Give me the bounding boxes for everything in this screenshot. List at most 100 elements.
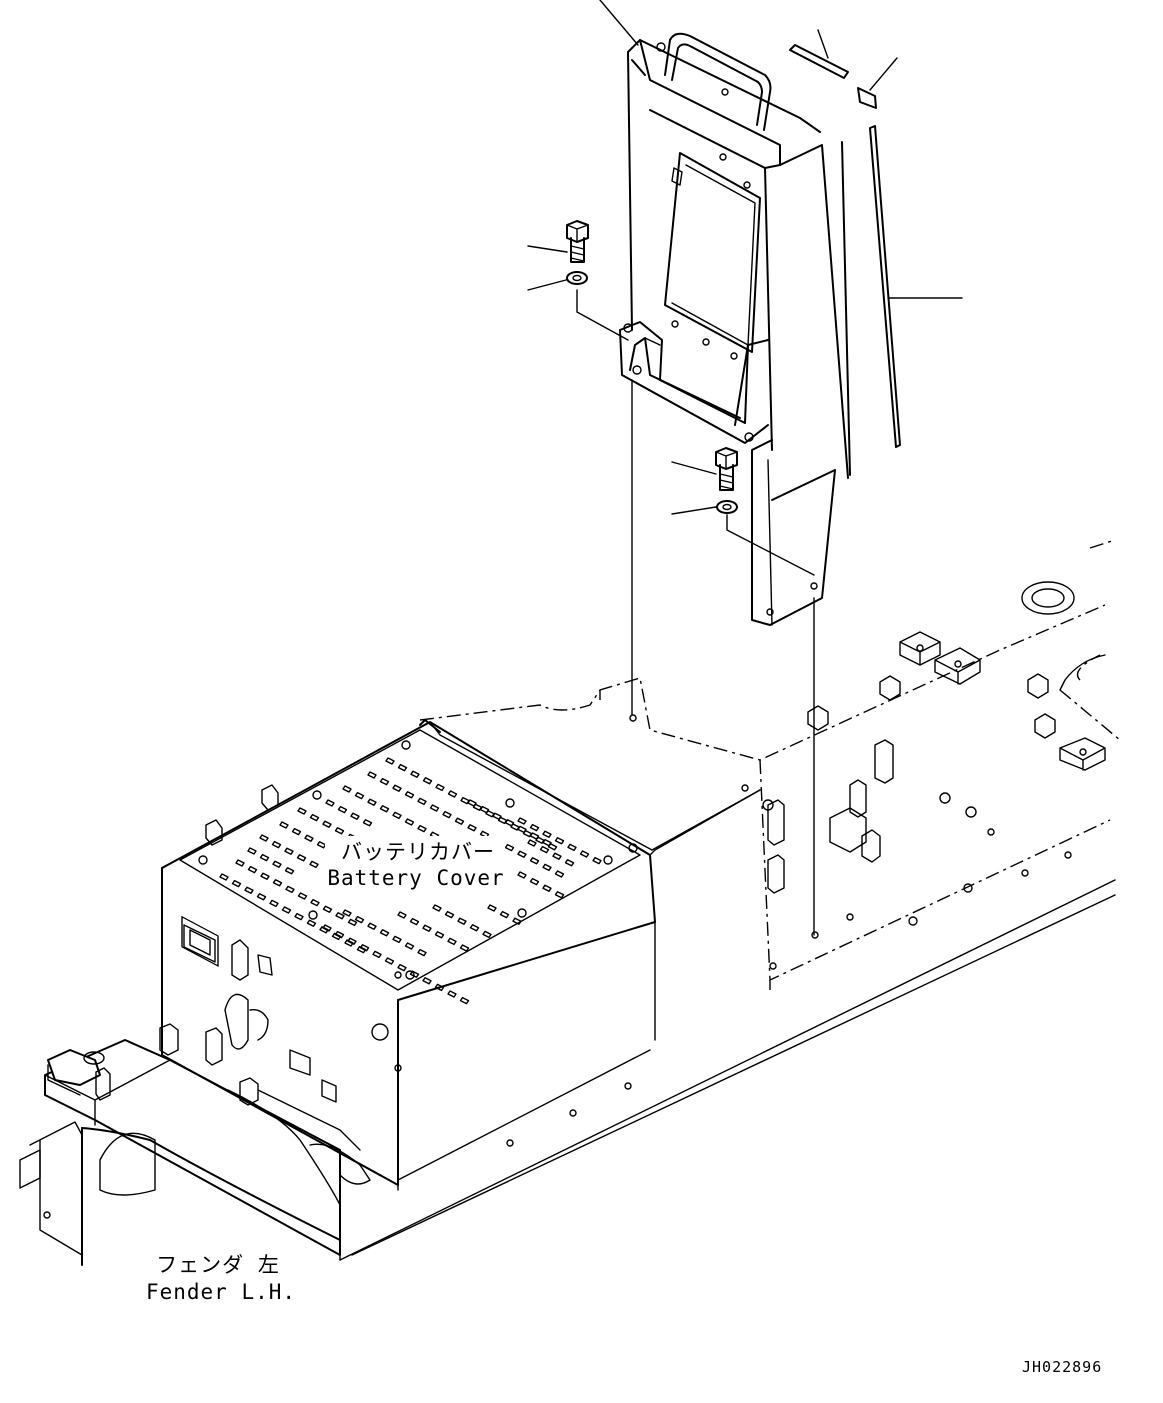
vent-slot	[247, 847, 257, 855]
vent-slot	[447, 937, 457, 946]
vent-slot	[482, 930, 492, 939]
washer-upper	[566, 271, 588, 285]
vent-slot	[529, 857, 540, 865]
vent-slot	[554, 891, 565, 899]
vent-slot	[379, 929, 390, 937]
seal-strips	[789, 44, 901, 448]
vent-slot	[297, 892, 308, 900]
vent-slot	[592, 856, 602, 865]
vent-slot	[457, 917, 467, 925]
washer-lower	[716, 500, 738, 514]
vent-slot	[397, 963, 407, 972]
fender-label-en: Fender L.H.	[146, 1280, 296, 1304]
vent-slot	[285, 885, 295, 894]
vent-slot	[362, 819, 373, 827]
vent-slot	[554, 870, 565, 878]
vent-slot	[367, 771, 377, 779]
vent-slot	[347, 918, 358, 927]
vent-slot	[384, 957, 395, 965]
battery-cover-label-en: Battery Cover	[327, 866, 504, 890]
vent-slot	[372, 950, 382, 959]
vent-slot	[567, 843, 577, 852]
vent-slot	[459, 996, 470, 1005]
vent-slot	[454, 817, 465, 825]
vent-slot	[435, 783, 445, 792]
vent-slot	[385, 757, 395, 765]
grommet	[1021, 581, 1075, 615]
vent-slot	[322, 905, 333, 913]
vent-slot	[281, 906, 292, 914]
vent-slot	[417, 824, 427, 833]
vent-slot	[504, 819, 515, 827]
fender-structure	[19, 1023, 371, 1266]
vent-slot	[517, 825, 527, 834]
vent-slot	[529, 877, 540, 886]
vent-slot	[392, 811, 402, 820]
vent-slot	[422, 924, 432, 932]
vent-slot	[316, 841, 327, 849]
vent-slot	[244, 886, 254, 894]
vent-slot	[499, 910, 510, 919]
vent-slot	[410, 770, 420, 778]
vent-slot	[529, 823, 540, 832]
vent-slot	[467, 824, 477, 832]
vent-slot	[517, 850, 527, 858]
vent-slot	[304, 834, 314, 842]
vent-slot	[542, 884, 552, 892]
vent-slot	[259, 853, 270, 862]
vent-slot	[397, 911, 407, 919]
vent-slot	[417, 948, 427, 957]
vent-slot	[542, 838, 552, 847]
bolt-lower	[715, 447, 738, 491]
upper-cover-panel	[619, 32, 851, 626]
vent-slot	[291, 827, 302, 836]
leader-lines	[527, 0, 963, 515]
vent-slot	[354, 915, 365, 924]
vent-slot	[442, 810, 452, 819]
vent-slot	[467, 799, 477, 807]
vent-slot	[309, 860, 319, 869]
vent-slot	[517, 817, 527, 825]
vent-slot	[492, 812, 502, 820]
vent-slot	[350, 812, 360, 820]
vent-slot	[247, 865, 258, 874]
vent-slot	[459, 944, 470, 952]
vent-slot	[231, 879, 242, 888]
vent-slot	[309, 813, 320, 822]
vent-slot	[297, 807, 307, 815]
vent-slot	[272, 879, 283, 887]
vent-slot	[469, 924, 480, 932]
vent-slot	[432, 904, 442, 912]
vent-slot	[306, 919, 317, 927]
vent-slot	[404, 818, 415, 826]
vent-slot	[271, 840, 282, 849]
vent-slot	[310, 898, 320, 907]
vent-slot	[552, 852, 562, 860]
vent-slot	[256, 893, 267, 901]
vent-slot	[322, 924, 332, 932]
frame-deck	[339, 539, 1121, 1261]
vent-slot	[404, 942, 415, 950]
vent-slot	[334, 827, 345, 835]
vent-slot	[579, 850, 590, 858]
vent-slot	[554, 837, 565, 845]
vent-slot	[272, 860, 282, 868]
battery-cover-label-jp: バッテリカバー	[341, 840, 495, 864]
drawing-code: JH022896	[1022, 1358, 1102, 1376]
vent-slot	[447, 790, 458, 798]
vent-slot	[354, 791, 365, 800]
battery-cover-label: バッテリカバー Battery Cover	[325, 836, 505, 894]
bolt-upper	[566, 220, 589, 263]
vent-slot	[260, 872, 270, 880]
vent-slot	[342, 909, 352, 917]
vent-slot	[334, 930, 345, 939]
vent-slot	[335, 912, 345, 920]
vent-slot	[367, 798, 377, 806]
vent-slot	[342, 785, 352, 793]
vent-slot	[359, 944, 370, 952]
vent-slot	[434, 983, 445, 992]
vent-slot	[422, 977, 432, 985]
vent-slot	[235, 859, 245, 867]
vent-slot	[434, 931, 445, 939]
